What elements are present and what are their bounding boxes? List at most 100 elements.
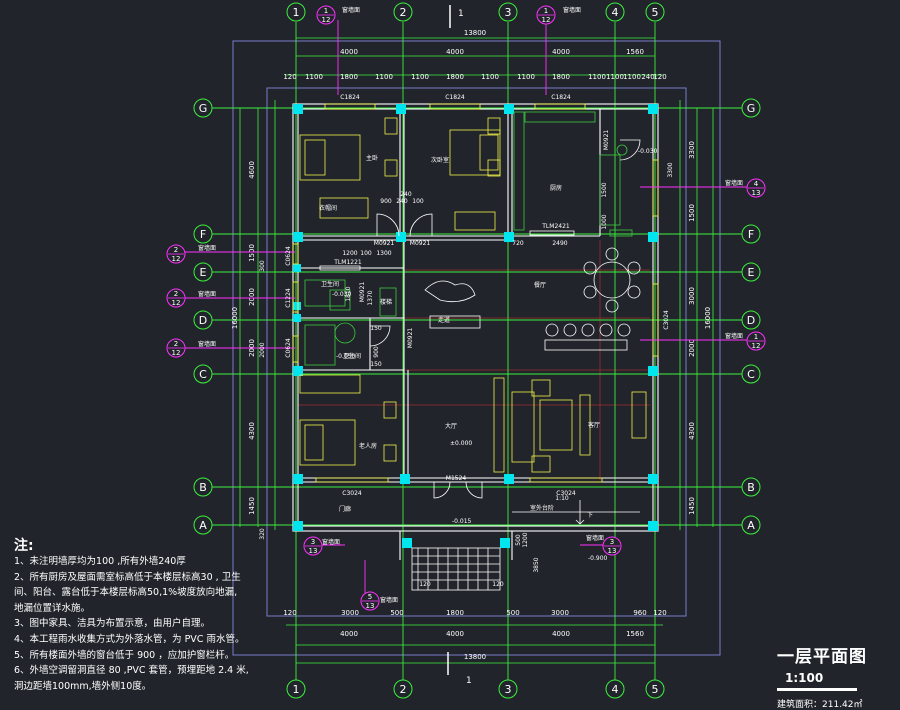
axis-label: A	[747, 519, 755, 532]
axis-label: G	[199, 102, 208, 115]
opening-label: C3024	[556, 490, 576, 497]
fixtures	[304, 111, 633, 366]
bottom-bay-dim: 4000	[552, 630, 570, 638]
axis-bubble-circle	[645, 679, 665, 699]
left-total-dim: 16000	[231, 307, 239, 329]
interior-dim: 2490	[552, 240, 567, 247]
top-detail-dim: 1100	[411, 73, 429, 81]
note-line: 2、所有厨房及屋面需室标高低于本楼层标高30 , 卫生	[14, 571, 241, 583]
callout-bubble: 112	[746, 331, 766, 351]
note-line: 6、外墙空调留洞直径 80 ,PVC 套管，预埋距地 2.4 米,	[14, 665, 249, 677]
interior-dim: 720	[512, 240, 524, 247]
interior-dim: 150	[370, 325, 382, 332]
window-c1824	[429, 103, 481, 110]
axis-bubble-circle	[605, 2, 625, 22]
planter-decor	[424, 280, 476, 303]
left-bay-dim: 2000	[248, 288, 256, 306]
interior-dim: 100	[360, 250, 372, 257]
room-label: 下	[587, 512, 593, 519]
callout-label: 窗墙面	[725, 179, 743, 187]
window-east	[652, 159, 659, 217]
section-symbol: 1	[458, 9, 464, 19]
interior-dim: 3300	[667, 162, 674, 177]
axis-bubble-E: E	[193, 262, 213, 282]
axis-bubble-circle	[193, 515, 213, 535]
top-bay-dim: 4000	[552, 48, 570, 56]
level-mark: -0.015	[452, 518, 472, 525]
callout-bubble: 313	[602, 536, 622, 556]
opening-label: TLM2421	[541, 223, 570, 230]
room-label: 主卧	[366, 154, 378, 162]
axis-label: 3	[505, 683, 512, 696]
callout-label: 窗墙面	[198, 340, 216, 348]
notes-heading: 注:	[14, 538, 34, 554]
axis-bubble-circle	[741, 515, 761, 535]
axis-bubble-circle	[741, 224, 761, 244]
bottom-detail-dim: 3000	[341, 609, 359, 617]
top-detail-dim: 1100	[623, 73, 641, 81]
axis-bubble-4: 4	[605, 2, 625, 22]
callout-labels: 窗墙面 窗墙面 窗墙面 窗墙面 窗墙面 窗墙面 窗墙面 窗墙面 窗墙面 窗墙面	[198, 6, 743, 604]
column	[293, 264, 301, 272]
door-m0921	[369, 325, 391, 347]
window-c3024	[529, 477, 603, 483]
axis-label: F	[748, 228, 754, 241]
top-detail-dim: 1800	[340, 73, 358, 81]
opening-label: M0921	[374, 240, 395, 247]
opening-label: TLM1221	[333, 259, 362, 266]
room-label: 老人房	[359, 442, 377, 450]
axis-label: F	[200, 228, 206, 241]
window-c0624	[292, 335, 299, 363]
interior-dim: 900	[380, 198, 392, 205]
opening-label: C3024	[342, 490, 362, 497]
left-bay-dim: 1500	[248, 244, 256, 262]
area-value: 211.42㎡	[822, 700, 863, 710]
top-bay-dim: 4000	[340, 48, 358, 56]
bottom-detail-dim: 120	[653, 609, 666, 617]
callout-bubble: 212	[166, 288, 186, 308]
top-detail-dim: 240	[641, 73, 654, 81]
callout-sheet: 13	[752, 189, 761, 197]
callout-number: 2	[174, 290, 178, 298]
axis-bubble-circle	[498, 2, 518, 22]
callout-bubble: 112	[536, 5, 556, 25]
callout-sheet: 13	[608, 547, 617, 555]
room-label: 楼梯	[380, 298, 392, 306]
callout-sheet: 12	[172, 299, 181, 307]
inner-frame	[266, 87, 687, 617]
door-m0921	[409, 213, 433, 237]
callout-bubble: 513	[360, 591, 380, 611]
opening-label: C3024	[663, 310, 670, 330]
callout-number: 1	[324, 7, 328, 15]
interior-dim: 120	[419, 581, 431, 588]
column	[500, 538, 510, 548]
callout-number: 3	[311, 538, 315, 546]
sofa	[511, 391, 535, 463]
axis-bubble-F: F	[741, 224, 761, 244]
callout-bubble: 112	[316, 5, 336, 25]
interior-dim: 1500	[601, 182, 608, 197]
axis-label: 4	[612, 683, 619, 696]
callout-sheet: 13	[309, 547, 318, 555]
callout-sheet: 12	[172, 255, 181, 263]
callout-label: 窗墙面	[198, 290, 216, 298]
axis-bubble-3: 3	[498, 679, 518, 699]
axis-bubble-circle	[741, 477, 761, 497]
wardrobe	[319, 197, 369, 219]
windows	[292, 103, 659, 483]
window-c1224	[292, 281, 299, 313]
section-marker-labels: 1 1	[458, 9, 472, 686]
doors	[369, 139, 641, 499]
axis-label: E	[748, 266, 755, 279]
furniture	[299, 117, 647, 473]
interior-dim: 1300	[376, 250, 391, 257]
top-bay-dim: 1560	[626, 48, 644, 56]
callout-label: 窗墙面	[725, 332, 743, 340]
column	[504, 232, 514, 242]
note-line: 4、本工程雨水收集方式为外落水管，为 PVC 雨水管。	[14, 633, 245, 645]
column	[293, 474, 303, 484]
interior-dim: 500	[515, 534, 522, 546]
axis-bubble-B: B	[193, 477, 213, 497]
